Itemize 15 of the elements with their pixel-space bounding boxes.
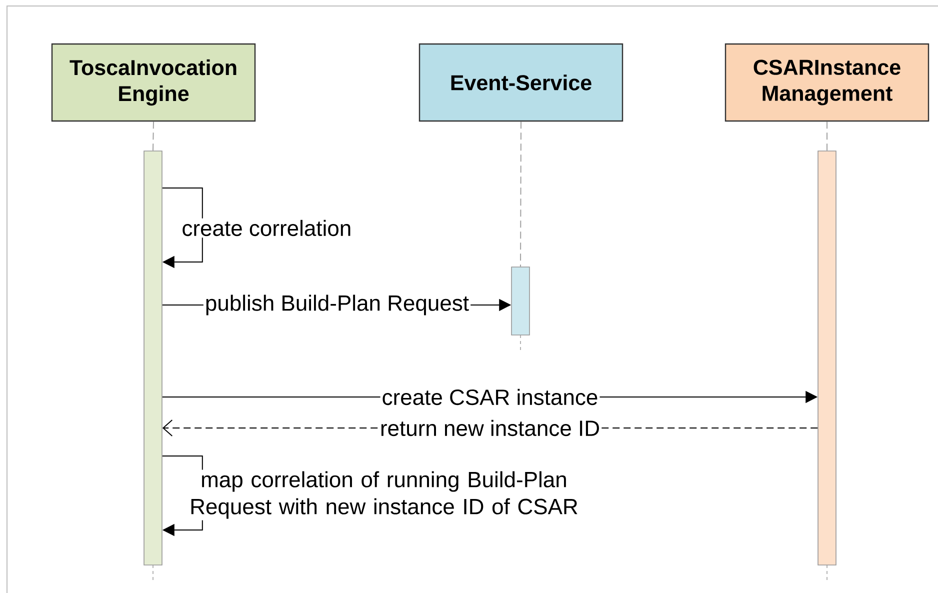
activation-bar — [511, 266, 530, 336]
edge-label: publish Build-Plan Request — [203, 293, 471, 317]
lifeline-header-box: ToscaInvocation Engine — [51, 43, 256, 122]
lifeline-header-box: CSARInstance Management — [724, 43, 930, 122]
lifeline — [152, 121, 154, 152]
self-message-arrow — [162, 188, 203, 268]
activation-bar — [144, 150, 162, 566]
lifeline — [826, 121, 828, 152]
activation-bar — [818, 150, 836, 566]
edge-label: create correlation — [180, 218, 354, 238]
edge-label: create CSAR instance — [380, 387, 600, 407]
lifeline-header-box: Event-Service — [418, 43, 624, 122]
edge-label: map correlation of running Build-Plan Request with new instance ID of CSAR — [178, 470, 590, 520]
edge-label: return new instance ID — [378, 418, 602, 438]
lifeline — [520, 121, 522, 268]
